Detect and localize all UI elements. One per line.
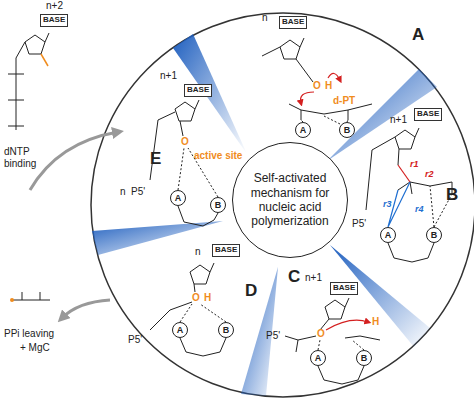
node-text: B (361, 353, 368, 363)
carboxylate (388, 243, 434, 262)
node-text: A (177, 325, 184, 335)
sugar-ring (190, 263, 214, 284)
distance-label: r3 (383, 200, 392, 210)
stage-letter: E (150, 150, 161, 169)
distance-label: r1 (410, 160, 419, 170)
pyrophosphate (12, 292, 50, 300)
carboxylate (180, 338, 226, 356)
oxygen-dot (10, 298, 14, 302)
metal-ion: B (426, 227, 442, 243)
phosphate-label: P5' (131, 186, 145, 197)
sugar-ring (175, 100, 199, 121)
index-label: n (195, 246, 201, 257)
bonds (150, 112, 183, 180)
atom-label: H (372, 316, 379, 327)
atom-label: O (181, 136, 189, 147)
base-box: BASE (212, 244, 240, 257)
electron-arrow (328, 73, 340, 80)
atom-label: H (204, 292, 211, 303)
base-box: BASE (330, 282, 358, 295)
atom-label: H (325, 80, 332, 91)
distance-line (398, 165, 410, 182)
metal-ion: B (356, 350, 372, 366)
index-label: n+2 (46, 0, 63, 11)
node-text: B (344, 125, 351, 135)
metal-ion: A (310, 350, 326, 366)
coordination (180, 304, 226, 322)
step-label: dNTP binding (4, 146, 48, 169)
index-label: n (120, 186, 126, 197)
index-label: n+1 (160, 70, 177, 81)
base-box: BASE (279, 16, 307, 29)
base-box: BASE (40, 14, 68, 27)
metal-ion: A (170, 190, 186, 206)
step-label: + MgC (20, 342, 50, 353)
mechanism-circle: Self-activated mechanism for nucleic aci… (232, 142, 348, 258)
distance-label: r2 (425, 170, 434, 180)
phosphate-label: P5' (266, 330, 280, 341)
stage-letter: B (446, 186, 458, 205)
metal-ion: A (380, 227, 396, 243)
sugar-ring (25, 33, 49, 54)
electron-arrow (301, 92, 314, 103)
metal-ion: A (295, 122, 311, 138)
node-text: B (431, 230, 438, 240)
node-text: A (175, 193, 182, 203)
node-text: A (385, 230, 392, 240)
index-label: n+1 (305, 272, 322, 283)
node-text: Self-activated mechanism for nucleic aci… (243, 171, 337, 229)
sugar-ring (325, 298, 349, 319)
phosphate-label: P5' (128, 334, 142, 345)
distance-label: r4 (415, 205, 424, 215)
hydroxyl (41, 54, 48, 66)
atom-label: O (192, 292, 200, 303)
metal-ion: B (210, 197, 226, 213)
coordination (318, 340, 364, 350)
bonds (366, 137, 452, 210)
stage-wedge (173, 34, 247, 154)
stage-letter: A (412, 26, 424, 45)
index-label: n+1 (390, 114, 407, 125)
atom-label: O (313, 80, 321, 91)
index-label: n (262, 12, 268, 23)
node-text: B (215, 200, 222, 210)
node-text: B (223, 325, 230, 335)
site-label: active site (194, 150, 242, 161)
bonds (262, 47, 372, 120)
stage-letter: D (245, 282, 257, 301)
stage-wedge (330, 245, 430, 347)
cycle-arrow (62, 300, 110, 318)
base-box: BASE (414, 108, 442, 121)
metal-ion: A (172, 322, 188, 338)
sugar-ring (395, 128, 419, 149)
stage-letter: C (288, 268, 300, 287)
metal-ion: B (339, 122, 355, 138)
carboxylate (318, 366, 364, 384)
phosphate-label: P5' (352, 218, 366, 229)
atom-label: O (317, 328, 325, 339)
cycle-arrow (30, 132, 118, 190)
bonds (285, 319, 380, 352)
metal-ion: B (218, 322, 234, 338)
bonds (150, 284, 195, 330)
electron-arrow (326, 320, 368, 330)
step-label: PPi leaving (4, 328, 54, 339)
base-box: BASE (184, 84, 212, 97)
node-text: A (300, 125, 307, 135)
sugar-ring (280, 38, 304, 59)
triphosphate (8, 42, 25, 130)
proton-transfer-label: d-PT (333, 95, 355, 106)
node-text: A (315, 353, 322, 363)
cycle-ring (91, 13, 474, 397)
